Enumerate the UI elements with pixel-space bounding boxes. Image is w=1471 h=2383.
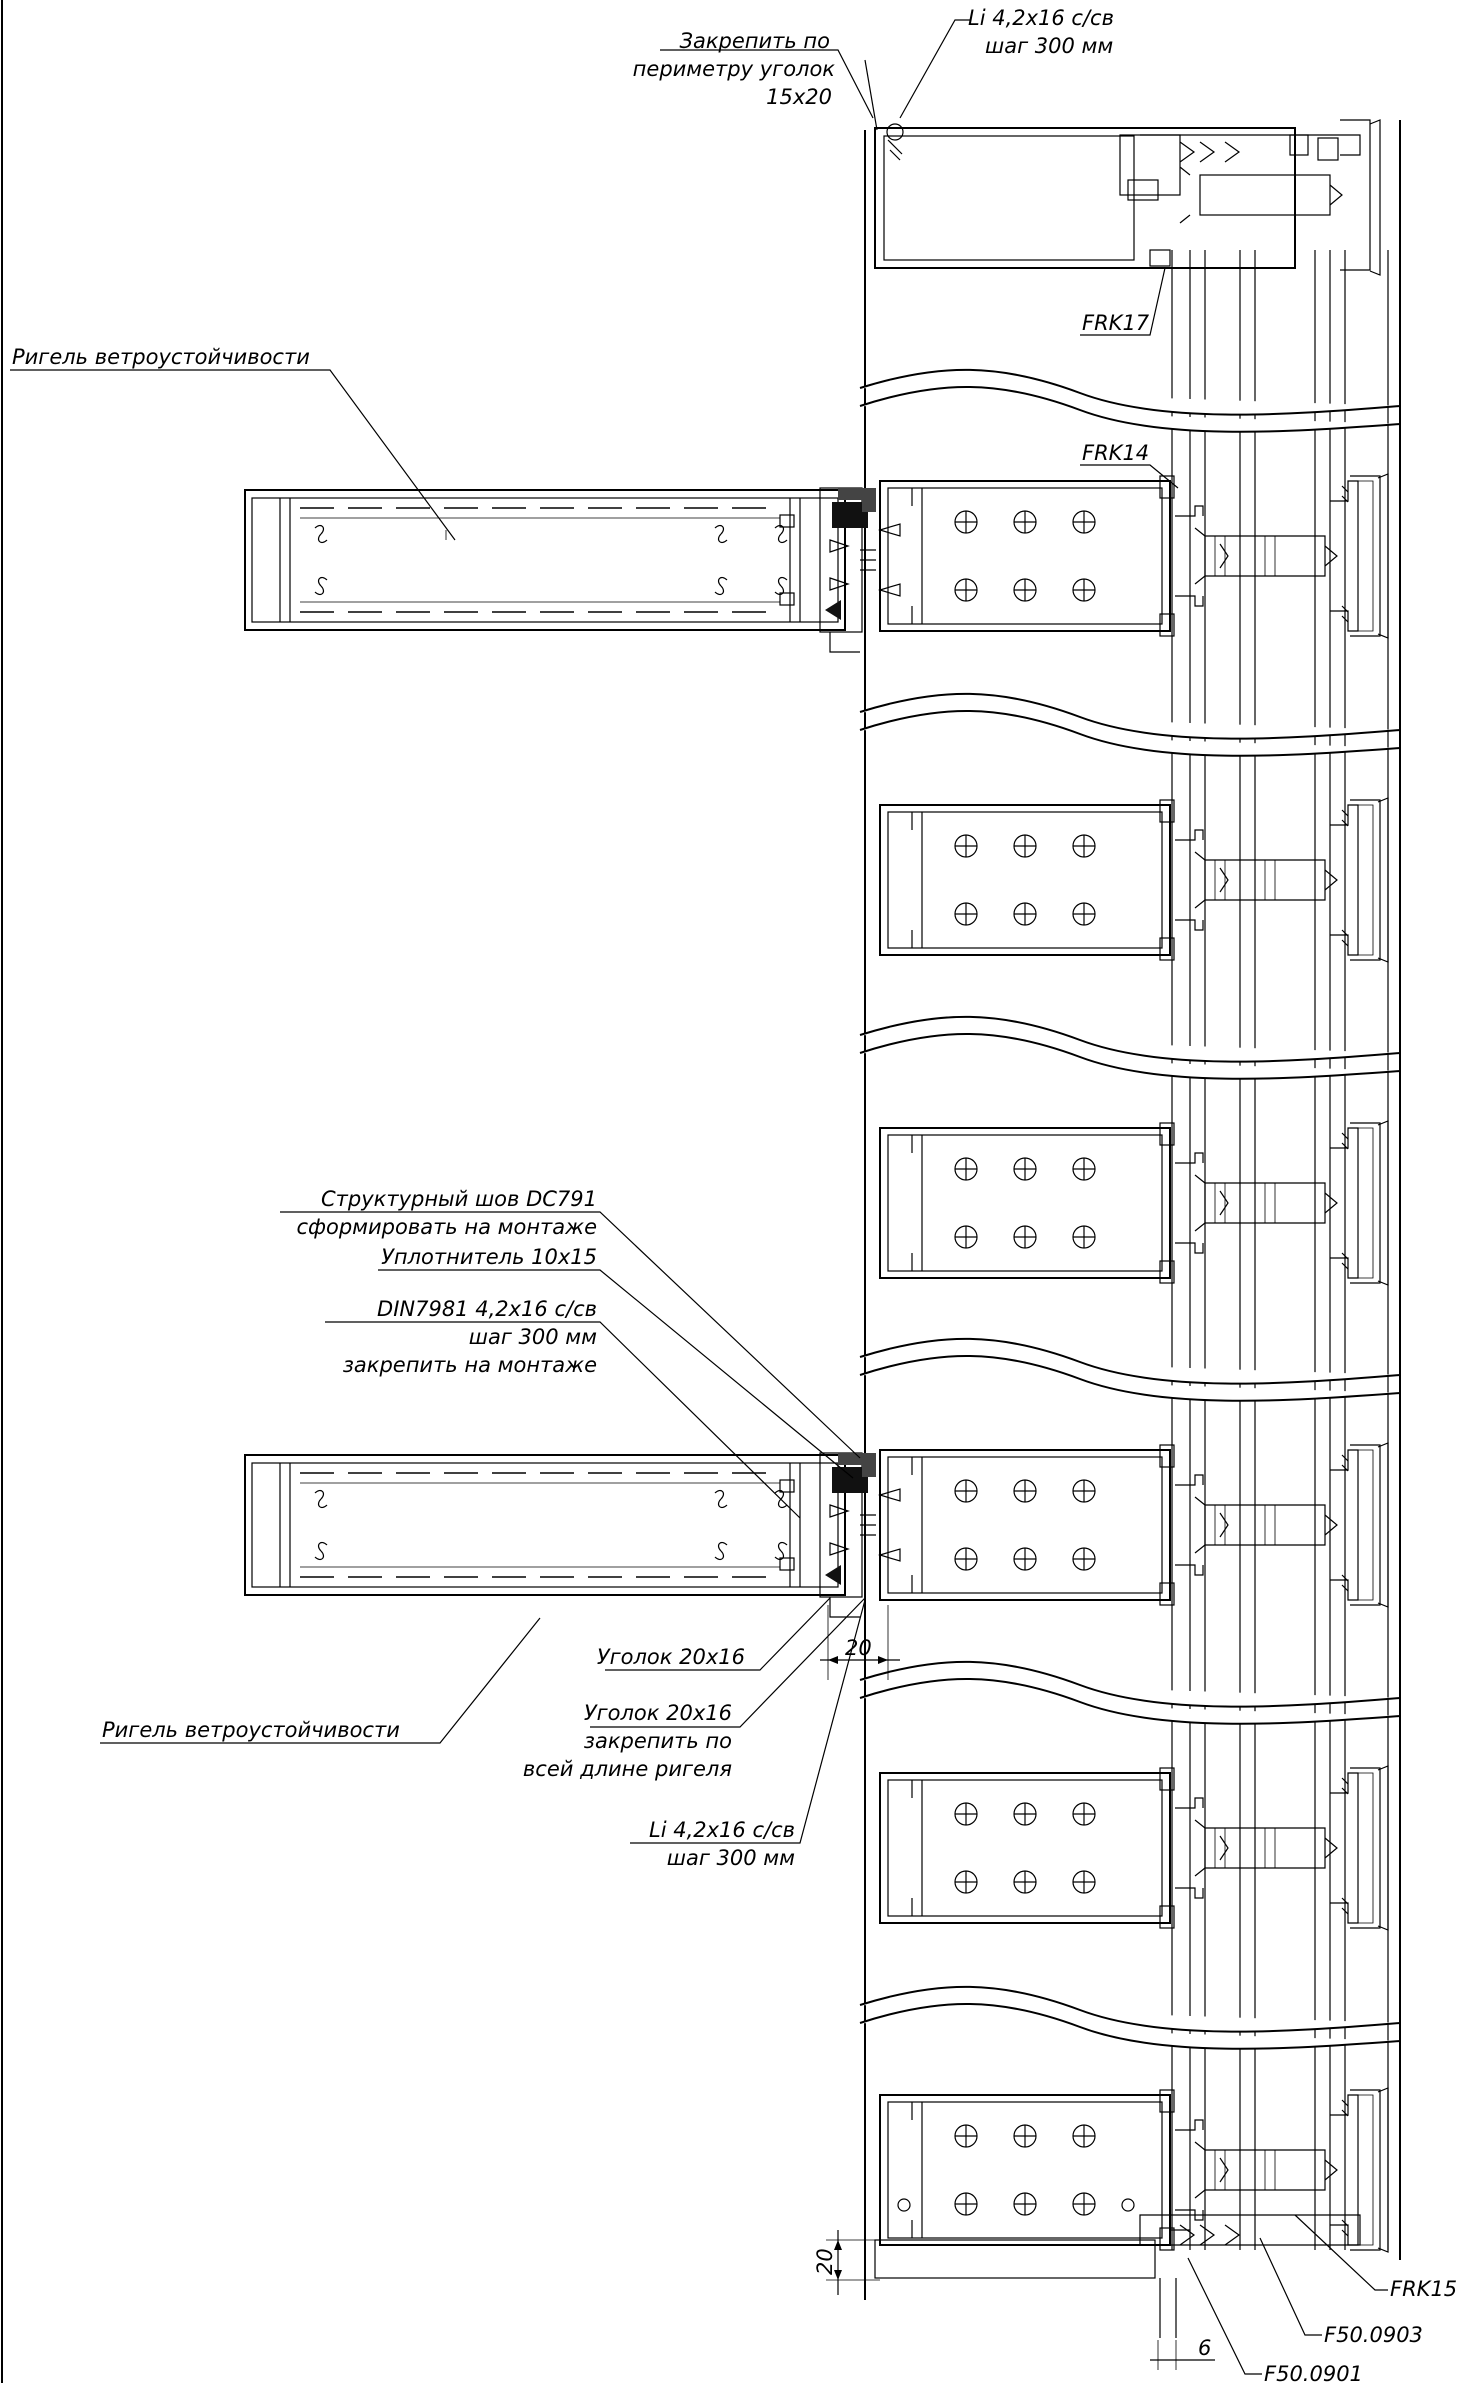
dimension-20-horizontal: 20: [820, 1605, 900, 1680]
sill-frame: [874, 2198, 1361, 2338]
wind-transom-top: [244, 487, 901, 653]
label-structural-seam-line2: сформировать на монтаже: [296, 1215, 597, 1239]
label-din-screw-line1: DIN7981 4,2x16 c/св: [377, 1297, 597, 1321]
dim-6-text: 6: [1198, 2336, 1211, 2360]
dimension-6: 6: [1150, 2336, 1215, 2370]
label-structural-seam: Структурный шов DC791 сформировать на мо…: [296, 1187, 597, 1239]
wind-transom-bottom: [244, 1452, 901, 1618]
label-screw-top: Li 4,2x16 c/св шаг 300 мм: [968, 6, 1114, 58]
mullion-6: [879, 2087, 1389, 2253]
break-line: [859, 368, 1401, 433]
break-line: [859, 1015, 1401, 1080]
label-angle-full-line2: закрепить по: [584, 1729, 732, 1753]
label-din-screw-line2: шаг 300 мм: [469, 1325, 597, 1349]
label-screw-bottom-line2: шаг 300 мм: [667, 1846, 795, 1870]
mullion-1: [879, 473, 1389, 639]
label-f50-0903: F50.0903: [1324, 2323, 1423, 2347]
label-angle-20x16-full: Уголок 20x16 закрепить по всей длине риг…: [523, 1701, 732, 1781]
mullion-3: [879, 1120, 1389, 1286]
dimension-20-vertical: 20: [813, 2230, 880, 2295]
label-screw-top-line2: шаг 300 мм: [985, 34, 1113, 58]
leader-lines: [10, 19, 1388, 2375]
label-screw-bottom: Li 4,2x16 c/св шаг 300 мм: [649, 1818, 795, 1870]
label-f50-0901: F50.0901: [1264, 2362, 1363, 2383]
head-frame: [864, 59, 1381, 276]
label-seal: Уплотнитель 10x15: [381, 1245, 597, 1269]
label-frk17: FRK17: [1082, 311, 1150, 335]
break-line: [859, 692, 1401, 757]
dim-20-v-text: 20: [813, 2248, 837, 2275]
mullion-4: [879, 1442, 1389, 1608]
label-fix-angle-line1: Закрепить по: [679, 29, 830, 53]
mullion-2: [879, 797, 1389, 963]
label-screw-top-line1: Li 4,2x16 c/св: [968, 6, 1114, 30]
label-angle-20x16: Уголок 20x16: [597, 1645, 745, 1669]
label-din-screw-line3: закрепить на монтаже: [343, 1353, 597, 1377]
label-screw-bottom-line1: Li 4,2x16 c/св: [649, 1818, 795, 1842]
break-line: [859, 1337, 1401, 1402]
label-transom-top: Ригель ветроустойчивости: [12, 345, 310, 369]
label-fix-angle-line2: периметру уголок: [633, 57, 836, 81]
label-structural-seam-line1: Структурный шов DC791: [321, 1187, 597, 1211]
label-angle-full-line3: всей длине ригеля: [523, 1757, 732, 1781]
label-fix-angle-line3: 15x20: [766, 85, 832, 109]
label-fix-angle: Закрепить по периметру уголок 15x20: [633, 29, 836, 109]
dim-20-h-text: 20: [845, 1636, 872, 1660]
break-line: [859, 1660, 1401, 1725]
label-din-screw: DIN7981 4,2x16 c/св шаг 300 мм закрепить…: [343, 1297, 597, 1377]
mullion-5: [879, 1765, 1389, 1931]
label-frk15: FRK15: [1390, 2277, 1457, 2301]
label-transom-bottom: Ригель ветроустойчивости: [102, 1718, 400, 1742]
break-line: [859, 1985, 1401, 2050]
label-angle-full-line1: Уголок 20x16: [584, 1701, 732, 1725]
label-frk14: FRK14: [1082, 441, 1149, 465]
